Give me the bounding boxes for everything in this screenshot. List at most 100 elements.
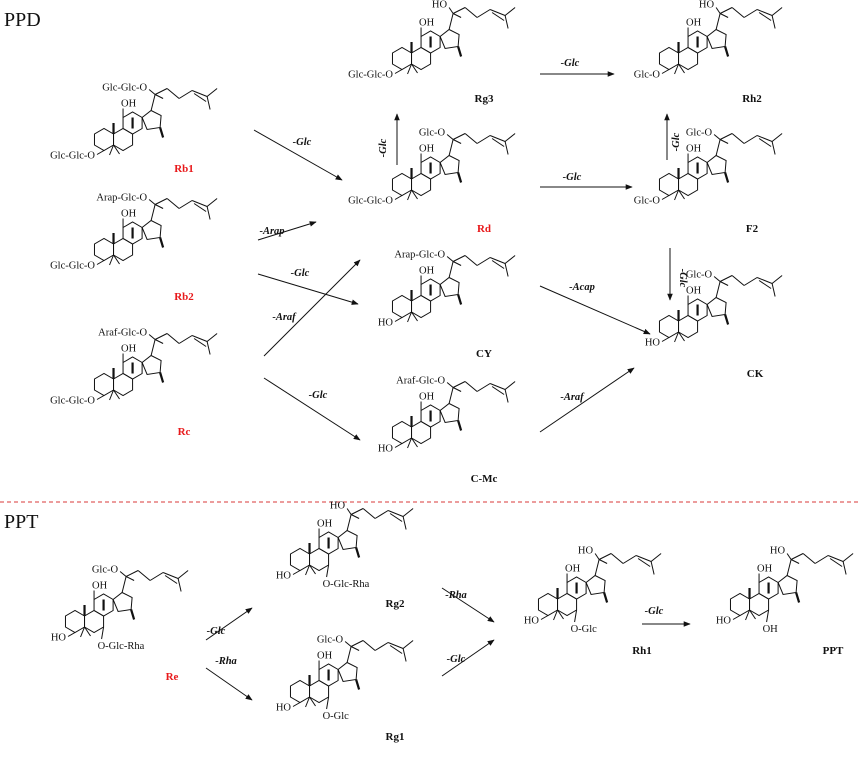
- reaction-arrow: [441, 587, 495, 623]
- reaction-label: -Rha: [445, 590, 467, 601]
- c20-hydroxyl: HO: [432, 0, 448, 11]
- c20-substituent: Glc-O: [686, 128, 713, 139]
- hydroxyl-12-label: OH: [419, 266, 435, 277]
- reaction-re-rg1: -Rha: [205, 656, 253, 701]
- reaction-arrow: [253, 129, 343, 181]
- reaction-label: -Glc: [293, 137, 312, 148]
- compound-label-rb1: Rb1: [174, 163, 194, 175]
- reaction-arrow: [205, 667, 253, 701]
- reaction-rc-cmc: -Glc: [263, 377, 361, 441]
- reaction-rh1-ppt: -Glc: [642, 606, 691, 627]
- compound-label-cmc: C-Mc: [471, 473, 498, 485]
- compound-label-rg3: Rg3: [475, 93, 494, 105]
- compound-label-ck: CK: [747, 368, 764, 380]
- reaction-label: -Glc: [645, 606, 664, 617]
- hydroxyl-12-label: OH: [317, 519, 333, 530]
- c20-substituent: Araf-Glc-O: [396, 376, 445, 387]
- hydroxyl-12-label: OH: [92, 581, 108, 592]
- c20-substituent: Glc-O: [686, 270, 713, 281]
- molecule-rh2: OH Glc-O HO Rh2: [634, 0, 783, 105]
- c3-substituent: Glc-Glc-O: [50, 151, 95, 162]
- reaction-arrow: [441, 639, 495, 677]
- c3-substituent: Glc-O: [634, 70, 661, 81]
- hydroxyl-12-label: OH: [686, 286, 702, 297]
- c6-substituent: OH: [763, 624, 779, 635]
- reaction-f2-ck: -Glc: [667, 248, 688, 301]
- c20-hydroxyl: HO: [578, 546, 594, 557]
- reaction-rg2-rh1: -Rha: [441, 587, 495, 623]
- molecule-rg3: OH Glc-Glc-O HO Rg3: [348, 0, 516, 105]
- c3-substituent: Glc-Glc-O: [348, 196, 393, 207]
- compound-label-rh2: Rh2: [742, 93, 762, 105]
- reaction-label: -Glc: [291, 268, 310, 279]
- section-title-ppd: PPD: [4, 9, 41, 31]
- reaction-rg3-rh2: -Glc: [540, 58, 615, 77]
- c6-substituent: O-Glc: [571, 624, 598, 635]
- reaction-label: -Araf: [560, 392, 585, 403]
- compound-label-rg1: Rg1: [386, 731, 405, 743]
- reaction-rb2-cy: -Glc: [257, 268, 359, 305]
- compound-label-cy: CY: [476, 348, 492, 360]
- compound-label-rb2: Rb2: [174, 291, 194, 303]
- reaction-f2-rh2: -Glc: [664, 113, 682, 160]
- molecule-rg2: OH HO O-Glc-Rha HO Rg2: [276, 501, 414, 610]
- c20-substituent: Glc-O: [419, 128, 446, 139]
- c3-hydroxyl: HO: [276, 571, 292, 582]
- c3-substituent: Glc-Glc-O: [50, 396, 95, 407]
- reaction-label: -Glc: [561, 58, 580, 69]
- reaction-label: -Glc: [677, 269, 688, 288]
- hydroxyl-12-label: OH: [686, 18, 702, 29]
- reaction-arrow: [263, 259, 361, 357]
- reaction-label: -Acap: [569, 282, 595, 293]
- c3-hydroxyl: HO: [524, 616, 540, 627]
- reaction-re-rg2: -Glc: [205, 607, 253, 641]
- reaction-label: -Glc: [671, 132, 682, 151]
- reaction-cy-ck: -Acap: [539, 282, 651, 335]
- c3-substituent: Glc-Glc-O: [348, 70, 393, 81]
- c20-substituent: Glc-O: [92, 565, 119, 576]
- c20-hydroxyl: HO: [699, 0, 715, 11]
- c20-substituent: Arap-Glc-O: [394, 250, 445, 261]
- c20-hydroxyl: HO: [330, 501, 346, 512]
- c3-substituent: Glc-O: [634, 196, 661, 207]
- hydroxyl-12-label: OH: [317, 651, 333, 662]
- compound-structures: OHGlc-Glc-OGlc-Glc-ORb1OHGlc-Glc-OArap-G…: [50, 0, 854, 743]
- reaction-arrow: [257, 221, 317, 241]
- reaction-label: -Glc: [207, 626, 226, 637]
- reaction-rb2-rd: -Arap: [257, 221, 317, 241]
- reaction-label: -Glc: [563, 172, 582, 183]
- reaction-arrow: [539, 367, 635, 433]
- c6-substituent: O-Glc-Rha: [323, 579, 370, 590]
- compound-label-f2: F2: [746, 223, 759, 235]
- hydroxyl-12-label: OH: [419, 392, 435, 403]
- reaction-label: -Glc: [309, 390, 328, 401]
- hydroxyl-12-label: OH: [121, 344, 137, 355]
- hydroxyl-12-label: OH: [419, 144, 435, 155]
- c20-substituent: Glc-Glc-O: [102, 83, 147, 94]
- reaction-cmc-ck: -Araf: [539, 367, 635, 433]
- c3-hydroxyl: HO: [51, 633, 67, 644]
- c20-substituent: Glc-O: [317, 635, 344, 646]
- reaction-arrow: [539, 285, 651, 335]
- compound-label-rg2: Rg2: [386, 598, 405, 610]
- reaction-arrow: [263, 377, 361, 441]
- reaction-label: -Glc: [378, 138, 389, 157]
- reaction-label: -Arap: [259, 226, 284, 237]
- c3-hydroxyl: HO: [716, 616, 732, 627]
- compound-label-ppt: PPT: [823, 645, 844, 657]
- c6-substituent: O-Glc: [323, 711, 350, 722]
- c20-hydroxyl: HO: [770, 546, 786, 557]
- compound-label-re: Re: [166, 671, 179, 683]
- hydroxyl-12-label: OH: [419, 18, 435, 29]
